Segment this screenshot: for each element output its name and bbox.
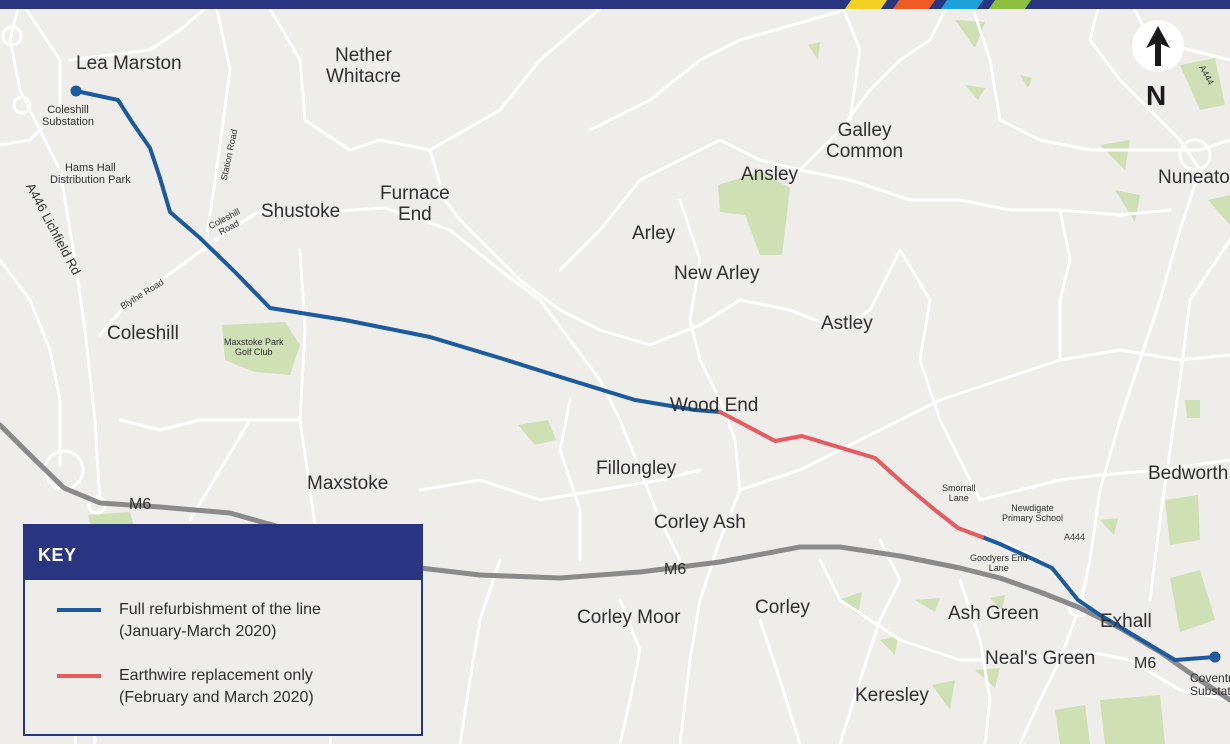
label-keresley: Keresley <box>855 685 929 706</box>
key-title: KEY <box>25 526 421 580</box>
label-arley: Arley <box>632 223 676 244</box>
stripe-yellow <box>844 0 888 9</box>
stripe-orange <box>892 0 936 9</box>
stripe-blue <box>940 0 984 9</box>
key-swatch-red <box>57 674 101 678</box>
label-coleshill: Coleshill <box>107 323 179 344</box>
stripe-green <box>988 0 1032 9</box>
earthwire-replacement-line <box>718 410 984 539</box>
label-neals-green: Neal's Green <box>985 648 1096 669</box>
full-refurbishment-line <box>74 89 1217 662</box>
roundabouts <box>1 25 1212 744</box>
header-bar <box>0 0 1230 9</box>
label-corley-moor: Corley Moor <box>577 607 681 628</box>
label-corley: Corley <box>755 597 810 618</box>
label-maxstoke: Maxstoke <box>307 473 389 494</box>
label-fillongley: Fillongley <box>596 458 677 479</box>
label-m6-east: M6 <box>1134 655 1157 672</box>
key-item-label: Earthwire replacement only (February and… <box>119 667 314 706</box>
label-ansley: Ansley <box>741 164 799 185</box>
label-new-arley: New Arley <box>674 263 760 284</box>
label-astley: Astley <box>821 313 873 334</box>
label-nuneaton: Nuneaton <box>1158 167 1230 188</box>
label-shustoke: Shustoke <box>261 201 341 222</box>
coleshill-substation-marker <box>70 85 82 97</box>
label-exhall: Exhall <box>1100 611 1152 632</box>
key-swatch-blue <box>57 608 101 612</box>
green-spaces <box>88 20 1230 744</box>
label-corley-ash: Corley Ash <box>654 512 746 533</box>
north-arrow-glyph <box>1146 26 1170 66</box>
coventry-substation-marker <box>1209 651 1221 663</box>
map-key: KEY Full refurbishment of the line (Janu… <box>23 524 423 736</box>
label-bedworth: Bedworth <box>1148 463 1229 484</box>
label-m6-west: M6 <box>129 496 152 513</box>
key-item-label: Full refurbishment of the line (January-… <box>119 601 321 640</box>
label-coventry-substation: CoventrySubstation <box>1190 671 1230 699</box>
label-ash-green: Ash Green <box>948 603 1039 624</box>
north-label: N <box>1146 80 1167 111</box>
label-a444-south: A444 <box>1064 532 1086 542</box>
label-wood-end: Wood End <box>670 395 759 416</box>
label-m6-mid: M6 <box>664 561 687 578</box>
label-lea-marston: Lea Marston <box>76 53 182 74</box>
m6-motorway <box>0 422 1230 703</box>
